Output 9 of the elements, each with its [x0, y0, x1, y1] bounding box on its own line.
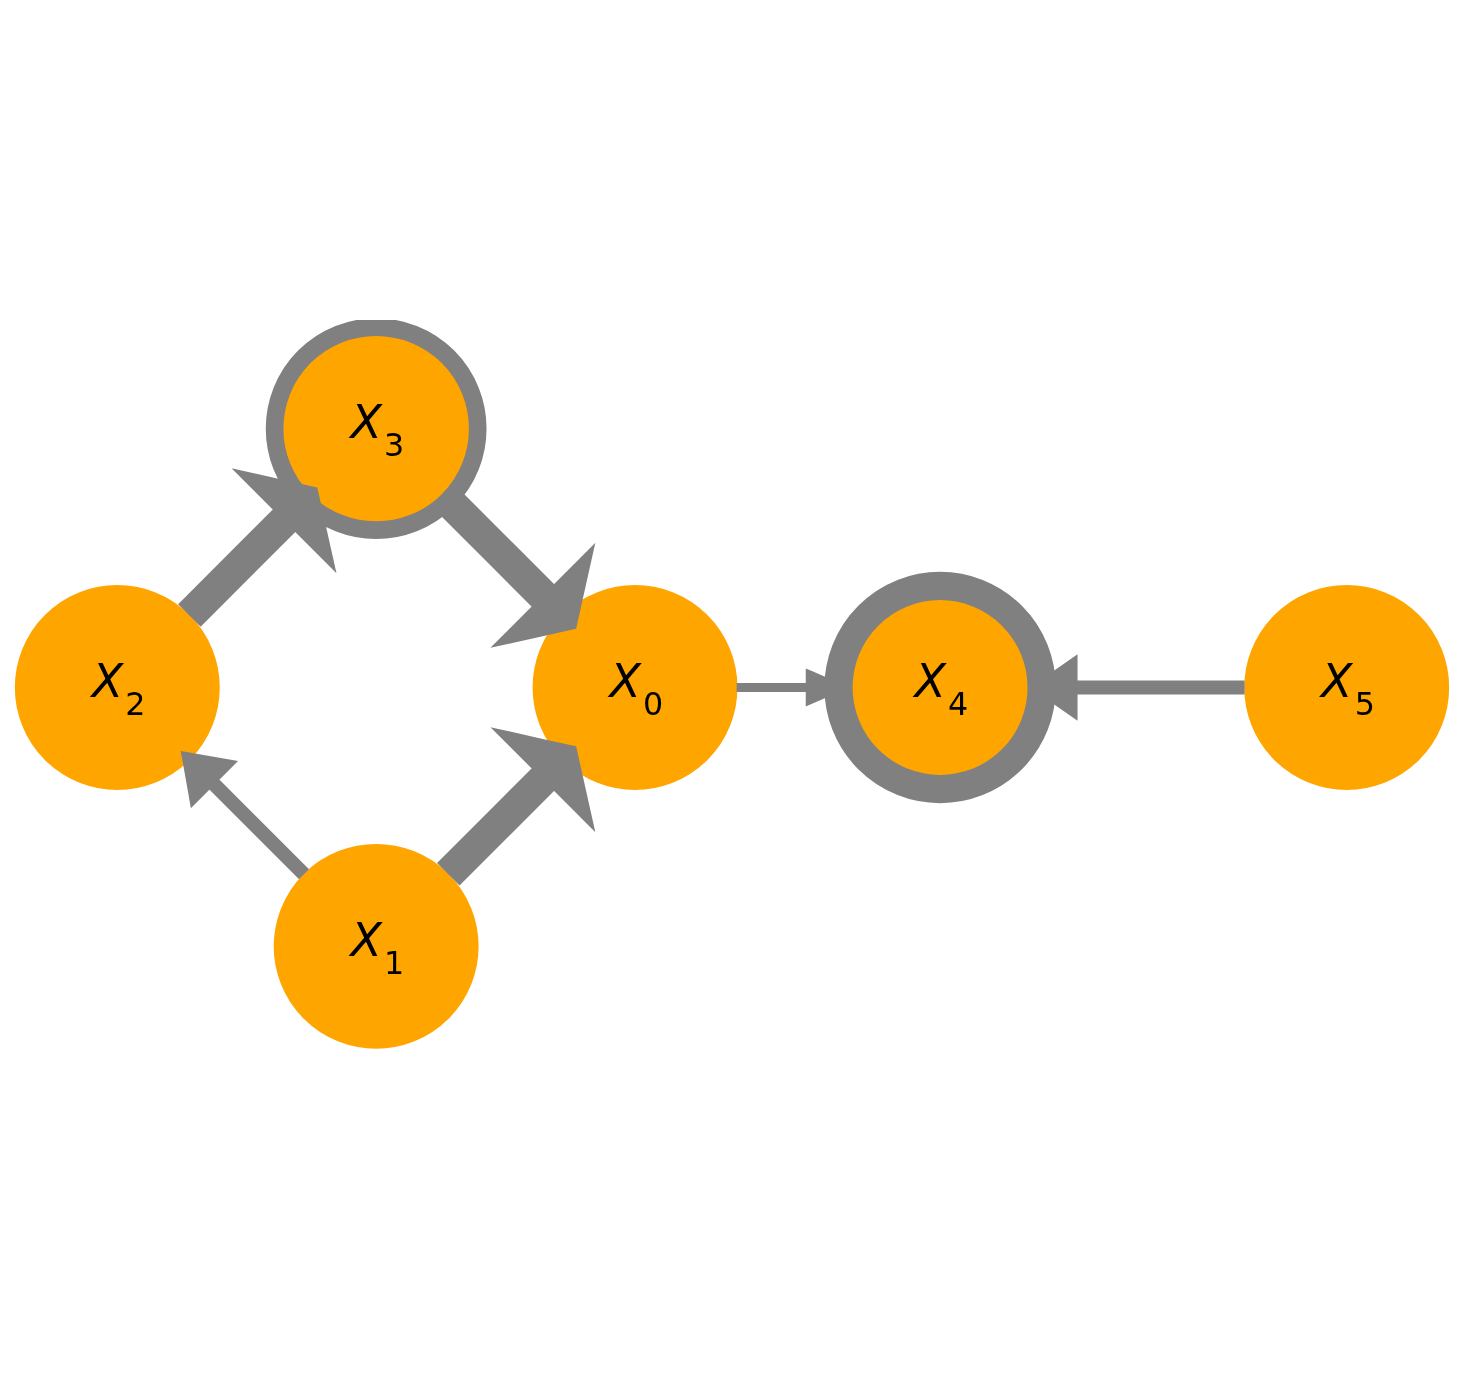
- node-circle: X$_{3}$: [265, 319, 487, 539]
- node-circle: X$_{4}$: [824, 571, 1056, 803]
- arrow: [180, 750, 310, 879]
- arrow: [437, 726, 596, 886]
- node-circle: X$_{1}$: [273, 843, 479, 1049]
- node-circle: X$_{2}$: [14, 584, 220, 790]
- arrow: [178, 467, 337, 627]
- node-circle: X$_{0}$: [532, 584, 738, 790]
- node-circle: X$_{5}$: [1244, 584, 1450, 790]
